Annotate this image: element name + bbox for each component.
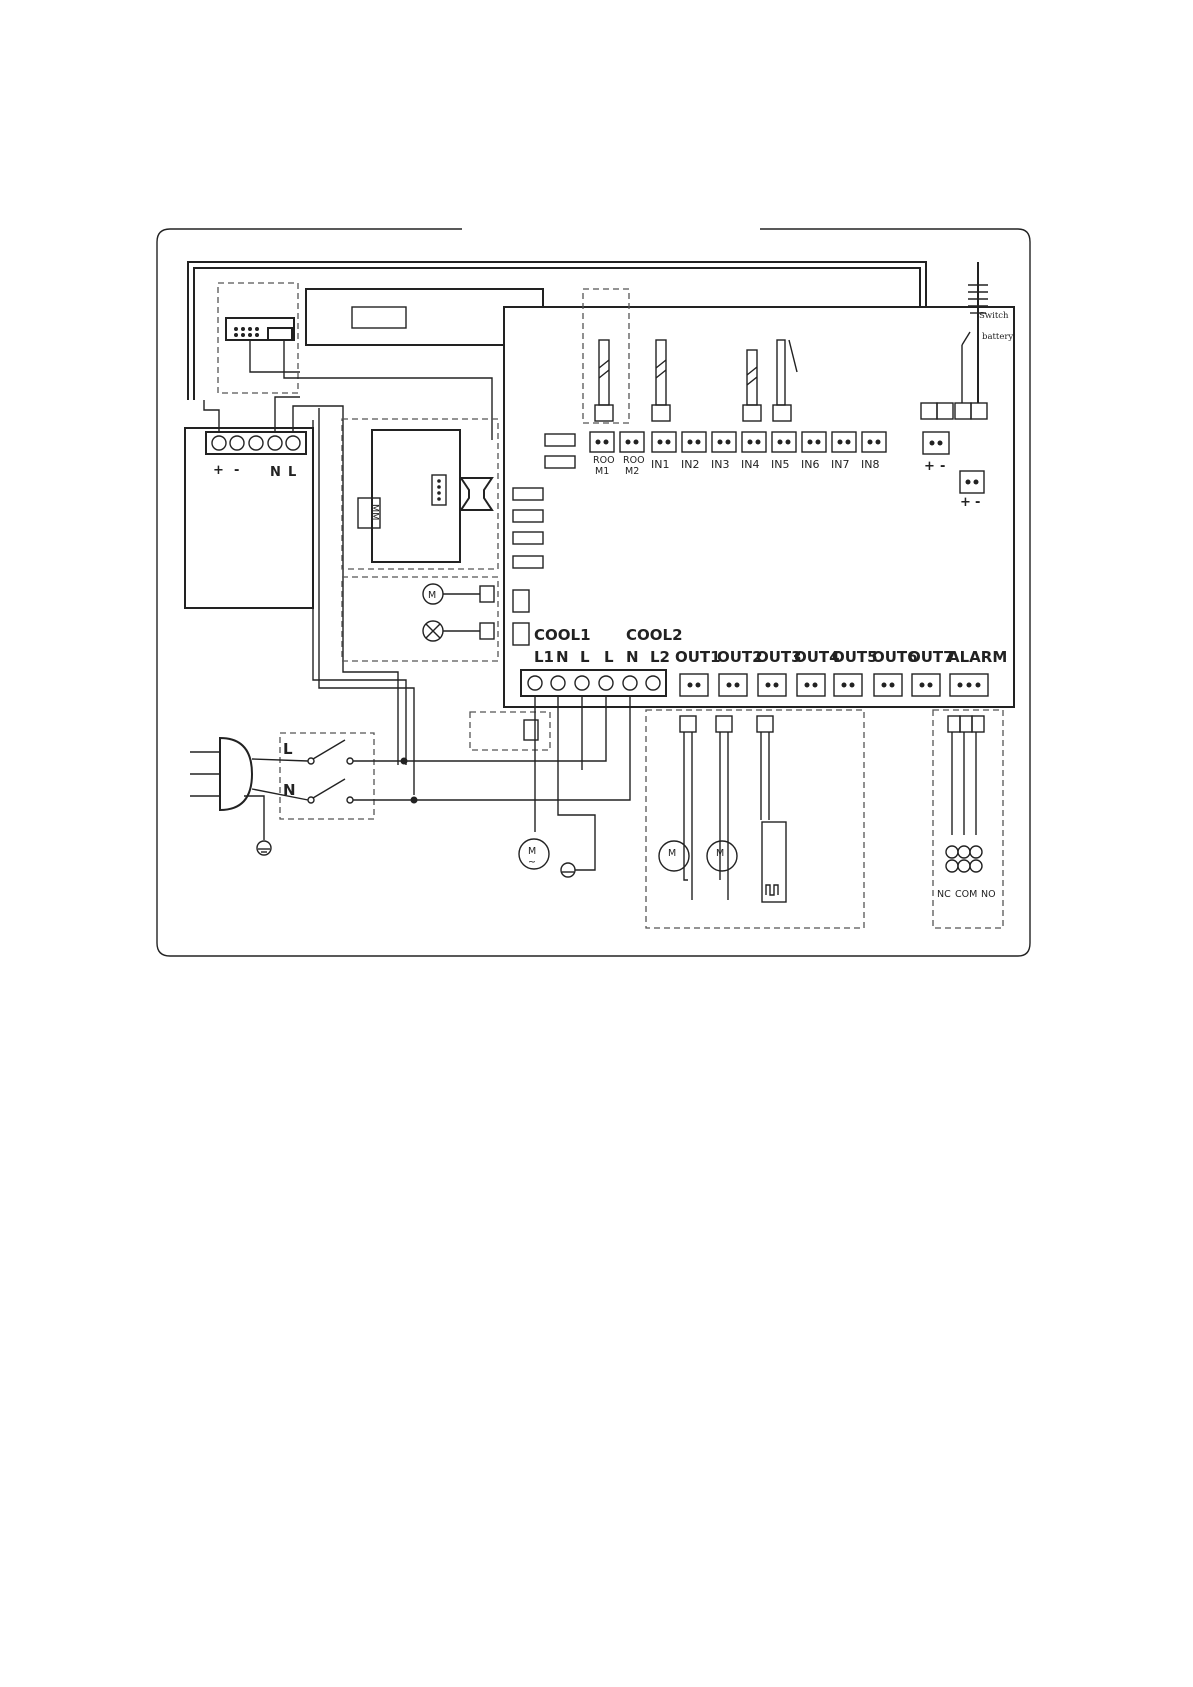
cool-terminal-block — [521, 670, 666, 696]
in2-label: IN2 — [681, 458, 699, 471]
cool2-title: COOL2 — [626, 626, 683, 644]
out7-label: OUT7 — [908, 648, 954, 666]
alarm-no-label: NO — [981, 889, 996, 900]
alarm-com-label: COM — [955, 889, 977, 900]
alarm-label: ALARM — [948, 648, 1007, 666]
mains-wires — [252, 696, 630, 800]
battery-switch-label: Switch — [979, 311, 1009, 321]
lamp-icon — [423, 621, 494, 641]
out1-label: OUT1 — [675, 648, 721, 666]
out5-label: OUT5 — [832, 648, 878, 666]
relay-icon — [524, 720, 538, 740]
battery-label: battery — [982, 332, 1013, 342]
motor-board — [372, 430, 460, 562]
earth-symbol — [244, 796, 271, 855]
compressor-wires — [535, 696, 595, 870]
cool1-pin-l: L — [580, 648, 590, 666]
mm-chip-label: MM — [369, 504, 380, 520]
in8-label: IN8 — [861, 458, 879, 471]
cool2-pin-n: N — [626, 648, 639, 666]
transformer-leads — [250, 340, 492, 440]
cool2-pin-l2: L2 — [650, 648, 670, 666]
room1-label-line1: ROO — [593, 455, 615, 466]
in6-label: IN6 — [801, 458, 819, 471]
outputs-dashed-box — [646, 710, 864, 928]
in1-label: IN1 — [651, 458, 669, 471]
room1-label-line2: M1 — [595, 466, 609, 477]
junction-live — [401, 758, 408, 765]
room2-label-line2: M2 — [625, 466, 639, 477]
junction-neutral — [411, 797, 418, 804]
cool1-pin-l1: L1 — [534, 648, 554, 666]
fan-lamp-dashed-box — [342, 577, 498, 661]
out3-heater — [757, 716, 786, 902]
alarm-nc-label: NC — [937, 889, 951, 900]
alarm-relay-contacts — [946, 716, 984, 872]
mains-switch-dashed-box — [280, 733, 374, 819]
cool1-title: COOL1 — [534, 626, 591, 644]
right-plus-upper: + — [924, 459, 935, 474]
ribbon-connector-lower — [461, 478, 492, 510]
main-control-board — [504, 307, 1014, 707]
mains-switch-icon — [308, 740, 353, 803]
in5-label: IN5 — [771, 458, 789, 471]
room2-label-line1: ROO — [623, 455, 645, 466]
power-l-label: L — [288, 465, 296, 480]
svg-text:M: M — [528, 846, 536, 857]
small-connector — [268, 328, 292, 340]
mains-switch-l-label: L — [283, 740, 293, 758]
in7-label: IN7 — [831, 458, 849, 471]
mains-plug-icon — [190, 738, 252, 810]
output-labels: OUT1 OUT2 OUT3 OUT4 OUT5 OUT6 OUT7 ALARM — [675, 648, 1007, 666]
svg-text:M: M — [668, 848, 676, 859]
fan-motor-icon: M — [423, 584, 494, 604]
svg-text:M: M — [716, 848, 724, 859]
power-plus-label: + — [213, 463, 224, 478]
in4-label: IN4 — [741, 458, 759, 471]
right-minus-lower: - — [975, 495, 980, 510]
right-minus-upper: - — [940, 459, 945, 474]
power-terminal-block — [206, 432, 306, 454]
out2-fan-motor: M — [707, 716, 737, 900]
out1-fan-motor: M — [659, 716, 696, 900]
in3-label: IN3 — [711, 458, 729, 471]
svg-text:~: ~ — [528, 857, 536, 868]
cool1-pin-l-2: L — [604, 648, 614, 666]
cool1-pin-n: N — [556, 648, 569, 666]
svg-text:M: M — [428, 590, 436, 601]
power-minus-label: - — [234, 463, 239, 478]
power-n-label: N — [270, 465, 281, 480]
compressor-motor-icon: M ~ — [519, 839, 575, 877]
right-plus-lower: + — [960, 495, 971, 510]
